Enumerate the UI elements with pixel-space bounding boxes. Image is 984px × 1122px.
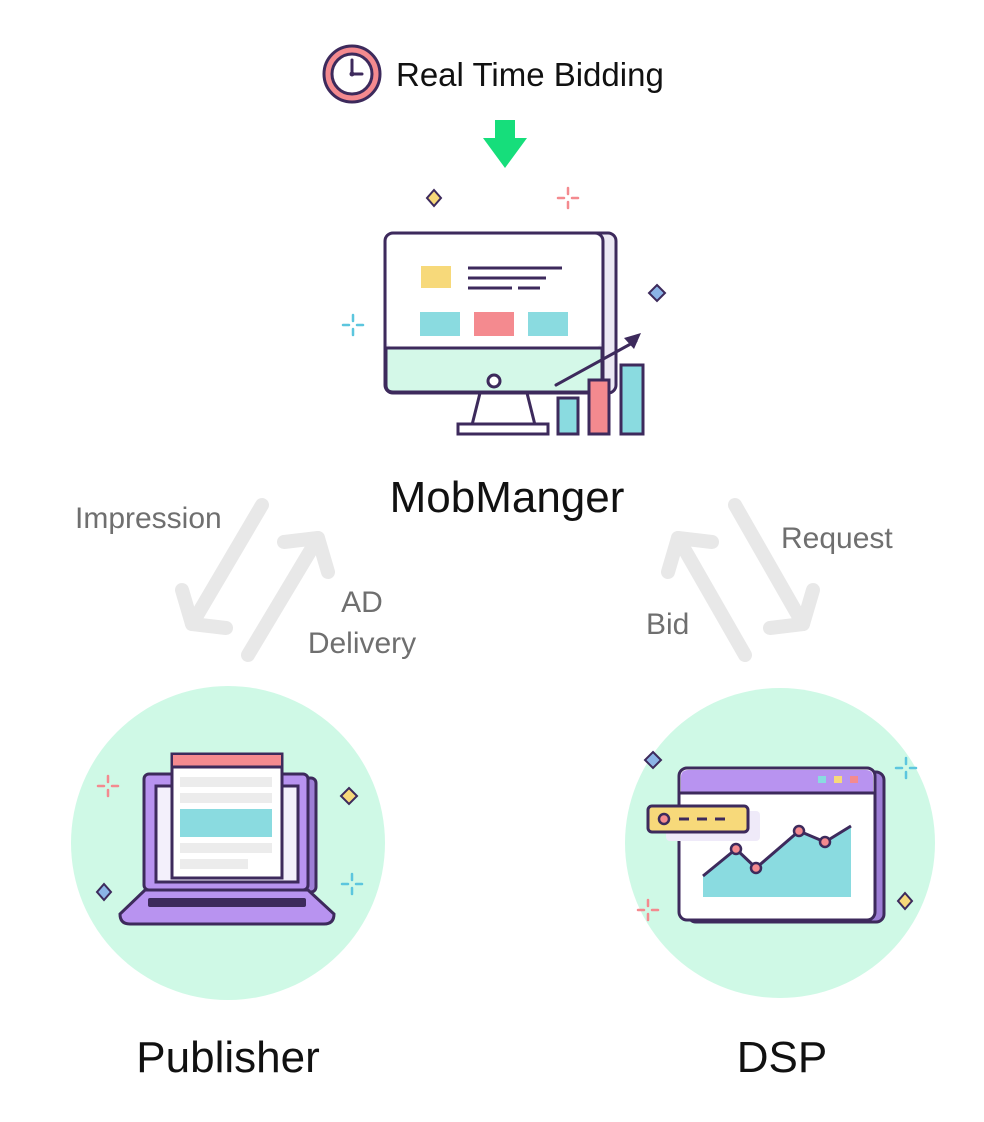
publisher-label: Publisher	[136, 1033, 319, 1082]
sparkle-icon	[425, 188, 443, 208]
sparkle-icon	[341, 313, 365, 337]
header-title: Real Time Bidding	[396, 56, 664, 93]
impression-label: Impression	[75, 502, 222, 535]
bid-label: Bid	[646, 608, 689, 641]
request-label: Request	[781, 522, 893, 555]
sparkle-icon	[647, 283, 667, 303]
dsp-label: DSP	[737, 1033, 827, 1082]
hub-label: MobManger	[390, 473, 625, 522]
impression-arrow	[175, 498, 269, 635]
sparkle-icon	[339, 786, 359, 806]
sparkle-icon	[95, 882, 113, 902]
sparkle-icon	[896, 891, 914, 911]
sparkle-icon	[340, 872, 364, 896]
browser-chart-icon	[636, 750, 918, 924]
ad-delivery-label-line1: AD	[341, 586, 383, 619]
desktop-analytics-icon	[341, 186, 667, 436]
ad-delivery-label-line2: Delivery	[308, 627, 416, 660]
ad-delivery-arrow	[241, 531, 335, 662]
sparkle-icon	[96, 774, 120, 798]
sparkle-icon	[894, 756, 918, 780]
arrow-down-icon	[483, 120, 527, 168]
request-arrow	[728, 498, 820, 635]
sparkle-icon	[643, 750, 663, 770]
bid-arrow	[661, 531, 752, 662]
sparkle-icon	[636, 898, 660, 922]
clock-icon	[322, 44, 382, 104]
laptop-webpage-icon	[95, 752, 364, 926]
sparkle-icon	[556, 186, 580, 210]
